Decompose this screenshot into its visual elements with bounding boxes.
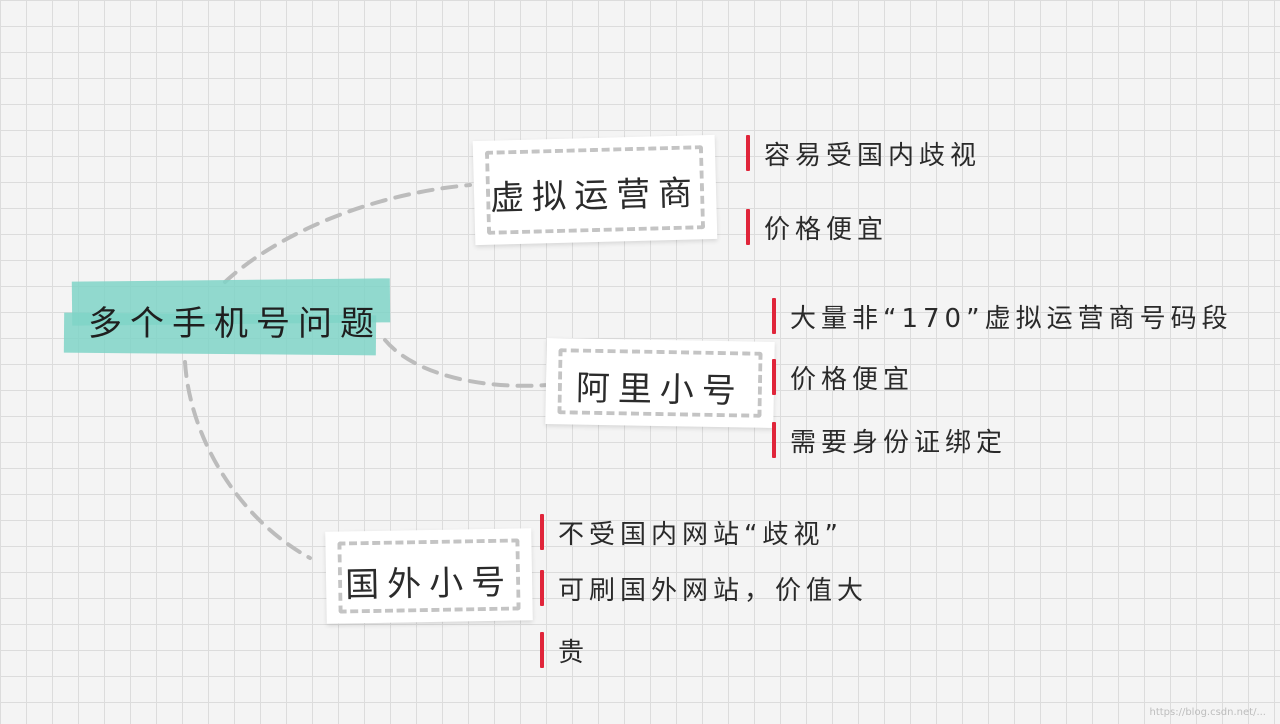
leaf-item[interactable]: 容易受国内歧视	[746, 133, 981, 173]
branch-label: 虚拟运营商	[489, 173, 701, 219]
branch-label: 国外小号	[344, 562, 514, 606]
leaf-marker	[540, 570, 544, 606]
branch-label: 阿里小号	[575, 368, 745, 412]
leaf-label: 价格便宜	[764, 214, 889, 245]
leaf-item[interactable]: 不受国内网站“歧视”	[540, 512, 843, 552]
leaf-item[interactable]: 贵	[540, 630, 589, 670]
leaf-item[interactable]: 可刷国外网站，价值大	[540, 568, 868, 608]
root-topic-label: 多个手机号问题	[88, 304, 382, 344]
leaf-marker	[540, 514, 544, 550]
branch-virtual-operator[interactable]: 虚拟运营商	[472, 134, 718, 246]
leaf-marker	[746, 209, 750, 245]
connector-root-to-virtual-operator	[223, 183, 472, 284]
leaf-item[interactable]: 大量非“170”虚拟运营商号码段	[772, 296, 1233, 336]
branch-ali-number[interactable]: 阿里小号	[545, 338, 775, 428]
leaf-marker	[772, 298, 776, 334]
watermark: https://blog.csdn.net/...	[1149, 707, 1266, 718]
leaf-label: 贵	[558, 637, 590, 668]
leaf-item[interactable]: 需要身份证绑定	[772, 420, 1007, 460]
leaf-label: 可刷国外网站，价值大	[558, 575, 869, 606]
leaf-label: 不受国内网站“歧视”	[558, 519, 843, 550]
connector-root-to-ali-number	[383, 338, 550, 388]
leaf-label: 价格便宜	[790, 364, 915, 395]
leaf-label: 大量非“170”虚拟运营商号码段	[790, 303, 1233, 334]
leaf-label: 容易受国内歧视	[764, 140, 982, 171]
connector-root-to-foreign-number	[183, 360, 312, 560]
leaf-marker	[540, 632, 544, 668]
root-topic[interactable]: 多个手机号问题	[63, 278, 394, 358]
branch-foreign-number[interactable]: 国外小号	[325, 528, 533, 624]
leaf-marker	[772, 359, 776, 395]
leaf-item[interactable]: 价格便宜	[746, 207, 888, 247]
leaf-marker	[772, 422, 776, 458]
leaf-marker	[746, 135, 750, 171]
leaf-label: 需要身份证绑定	[790, 427, 1008, 458]
leaf-item[interactable]: 价格便宜	[772, 357, 914, 397]
